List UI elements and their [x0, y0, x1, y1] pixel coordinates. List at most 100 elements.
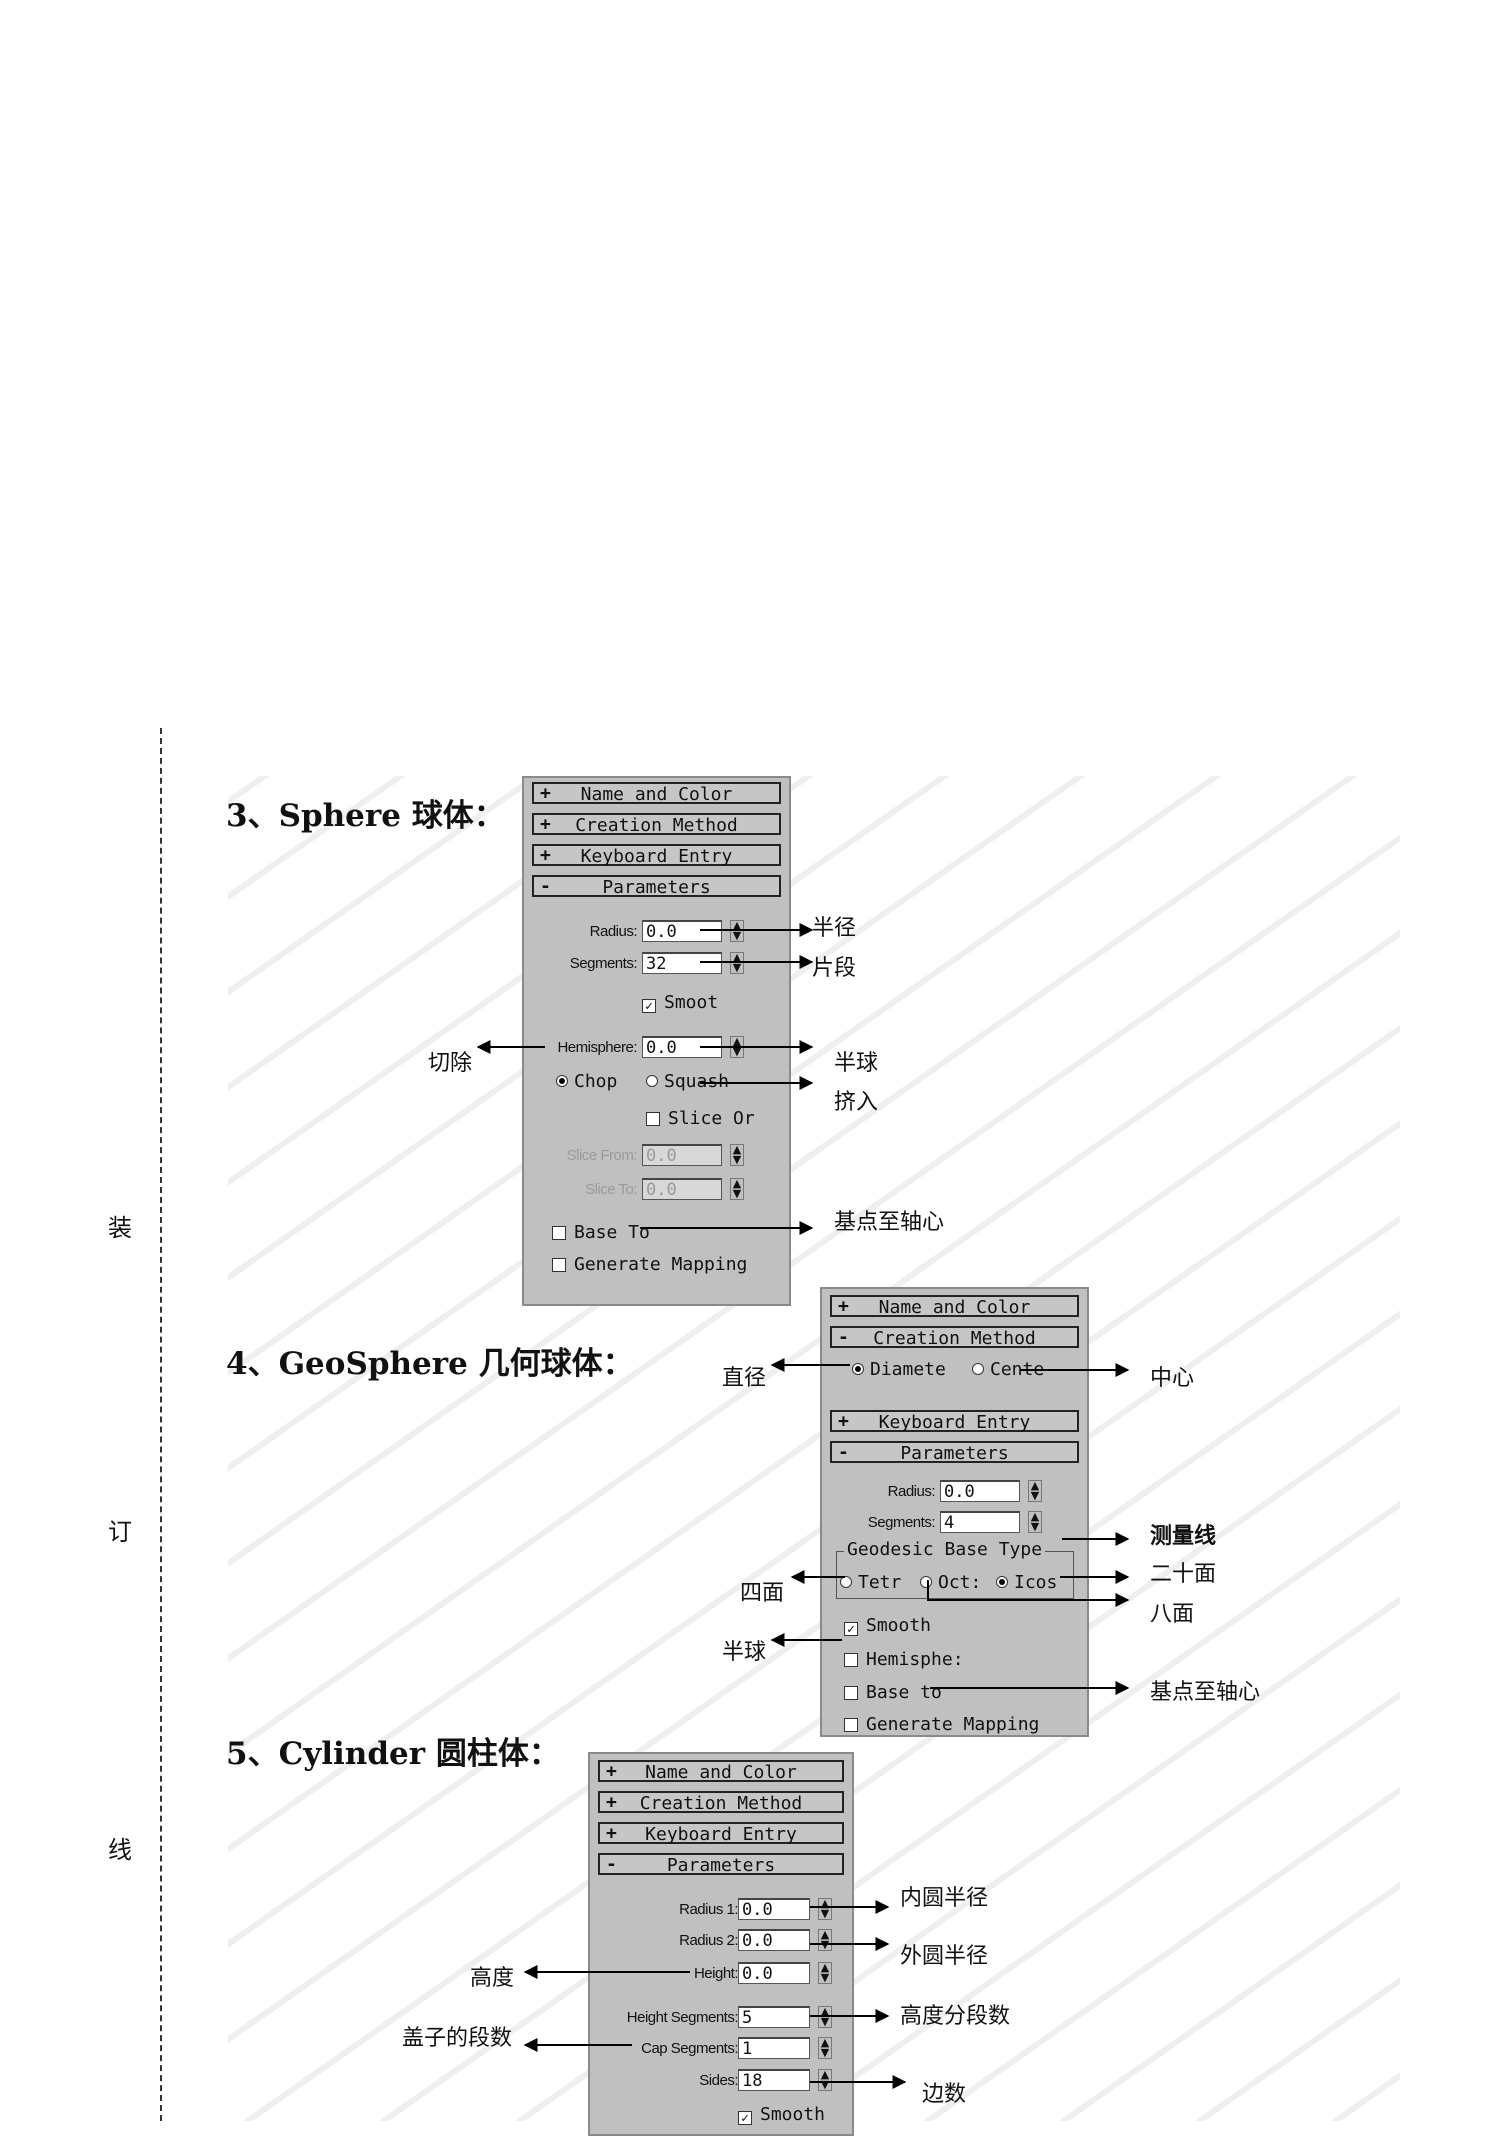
radius-field[interactable]: 0.0: [940, 1480, 1020, 1502]
slice-from-label: Slice From:: [566, 1147, 638, 1164]
rollout-keyboard-entry[interactable]: +Keyboard Entry: [598, 1822, 844, 1845]
annotation-radius: 半径: [812, 916, 857, 941]
sides-field[interactable]: 18: [738, 2069, 810, 2091]
slice-from-spinner[interactable]: ▲▼: [730, 1144, 744, 1166]
annotation-segments: 片段: [812, 956, 857, 981]
radio-unselected: [646, 1075, 658, 1087]
annotation-octa: 八面: [1150, 1602, 1195, 1627]
annotation-diameter: 直径: [722, 1366, 767, 1391]
annotation-sides: 边数: [922, 2082, 967, 2107]
radius-label: Radius:: [887, 1483, 936, 1500]
generate-mapping-checkbox[interactable]: Generate Mapping: [552, 1254, 747, 1275]
radio-selected: [996, 1576, 1008, 1588]
height-field[interactable]: 0.0: [738, 1962, 810, 1984]
annotation-icosa: 二十面: [1150, 1562, 1217, 1587]
annotation-base-to-pivot: 基点至轴心: [834, 1210, 945, 1235]
segments-field[interactable]: 32: [642, 952, 722, 974]
checkbox-unchecked: [844, 1653, 858, 1667]
arrow-octa: [927, 1580, 1130, 1607]
annotation-radius1: 内圆半径: [900, 1886, 989, 1911]
checkbox-unchecked: [844, 1718, 858, 1732]
cap-segments-field[interactable]: 1: [738, 2037, 810, 2059]
annotation-radius2: 外圆半径: [900, 1944, 989, 1969]
rollout-name-and-color[interactable]: +Name and Color: [598, 1760, 844, 1783]
geodesic-base-type-title: Geodesic Base Type: [844, 1539, 1046, 1560]
height-label: Height:: [693, 1965, 739, 1982]
sides-label: Sides:: [699, 2072, 738, 2089]
annotation-chop: 切除: [428, 1051, 473, 1076]
geosphere-heading: 4、GeoSphere 几何球体：: [226, 1346, 634, 1382]
binding-dashed-line: [160, 728, 162, 2121]
height-segments-field[interactable]: 5: [738, 2006, 810, 2028]
radio-selected: [556, 1075, 568, 1087]
diameter-radio[interactable]: Diamete: [852, 1359, 946, 1380]
height-segments-label: Height Segments:: [626, 2009, 739, 2026]
sides-spinner[interactable]: ▲▼: [818, 2069, 832, 2091]
checkbox-unchecked: [646, 1112, 660, 1126]
annotation-center: 中心: [1150, 1366, 1195, 1391]
squash-radio[interactable]: Squash: [646, 1071, 729, 1092]
slice-to-label: Slice To:: [585, 1181, 637, 1198]
rollout-creation-method[interactable]: +Creation Method: [598, 1791, 844, 1814]
hemisphere-checkbox[interactable]: Hemisphe:: [844, 1649, 964, 1670]
rollout-creation-method[interactable]: +Creation Method: [532, 813, 781, 836]
segments-label: Segments:: [867, 1514, 936, 1531]
cylinder-panel: +Name and Color +Creation Method +Keyboa…: [588, 1752, 854, 2136]
slice-to-field[interactable]: 0.0: [642, 1178, 722, 1200]
smooth-checkbox[interactable]: ✓Smoot: [642, 992, 718, 1014]
rollout-name-and-color[interactable]: +Name and Color: [830, 1295, 1079, 1318]
radius1-field[interactable]: 0.0: [738, 1898, 810, 1920]
radius-spinner[interactable]: ▲▼: [1028, 1480, 1042, 1502]
center-radio[interactable]: Cente: [972, 1359, 1044, 1380]
icosa-radio[interactable]: Icos: [996, 1572, 1057, 1593]
slice-from-field[interactable]: 0.0: [642, 1144, 722, 1166]
binding-char-ding: 订: [108, 1518, 132, 1546]
rollout-keyboard-entry[interactable]: +Keyboard Entry: [830, 1410, 1079, 1433]
hemisphere-label: Hemisphere:: [557, 1039, 637, 1056]
binding-char-zhuang: 装: [108, 1214, 132, 1242]
annotation-hemisphere: 半球: [722, 1640, 767, 1665]
rollout-parameters[interactable]: -Parameters: [598, 1853, 844, 1876]
smooth-checkbox[interactable]: ✓Smooth: [844, 1615, 931, 1637]
binding-char-xian: 线: [108, 1836, 132, 1864]
rollout-parameters[interactable]: -Parameters: [532, 875, 781, 898]
cap-segments-spinner[interactable]: ▲▼: [818, 2037, 832, 2059]
geosphere-panel: +Name and Color -Creation Method Diamete…: [820, 1287, 1089, 1737]
radius2-field[interactable]: 0.0: [738, 1929, 810, 1951]
radius1-label: Radius 1:: [679, 1901, 738, 1918]
hemisphere-field[interactable]: 0.0: [642, 1036, 722, 1058]
cylinder-heading: 5、Cylinder 圆柱体：: [226, 1736, 560, 1772]
radio-selected: [852, 1363, 864, 1375]
rollout-keyboard-entry[interactable]: +Keyboard Entry: [532, 844, 781, 867]
rollout-creation-method[interactable]: -Creation Method: [830, 1326, 1079, 1349]
slice-to-spinner[interactable]: ▲▼: [730, 1178, 744, 1200]
slice-on-checkbox[interactable]: Slice Or: [646, 1108, 755, 1129]
sphere-panel: +Name and Color +Creation Method +Keyboa…: [522, 776, 791, 1306]
annotation-height-segments: 高度分段数: [900, 2004, 1011, 2029]
generate-mapping-checkbox[interactable]: Generate Mapping: [844, 1714, 1039, 1735]
checkbox-unchecked: [844, 1686, 858, 1700]
rollout-parameters[interactable]: -Parameters: [830, 1441, 1079, 1464]
radio-unselected: [972, 1363, 984, 1375]
segments-label: Segments:: [569, 955, 638, 972]
sphere-heading: 3、Sphere 球体：: [226, 798, 505, 834]
radius-field[interactable]: 0.0: [642, 920, 722, 942]
rollout-name-and-color[interactable]: +Name and Color: [532, 782, 781, 805]
octa-radio[interactable]: Oct:: [920, 1572, 981, 1593]
tetra-radio[interactable]: Tetr: [840, 1572, 901, 1593]
chop-radio[interactable]: Chop: [556, 1071, 617, 1092]
checkbox-checked: ✓: [844, 1622, 858, 1637]
segments-spinner[interactable]: ▲▼: [1028, 1511, 1042, 1533]
base-to-pivot-checkbox[interactable]: Base To: [552, 1222, 650, 1243]
radius2-label: Radius 2:: [679, 1932, 738, 1949]
checkbox-unchecked: [552, 1226, 566, 1240]
annotation-geodesic: 测量线: [1150, 1523, 1217, 1549]
annotation-base-to-pivot: 基点至轴心: [1150, 1680, 1261, 1705]
base-to-pivot-checkbox[interactable]: Base to: [844, 1682, 942, 1703]
radius1-spinner[interactable]: ▲▼: [818, 1898, 832, 1920]
segments-field[interactable]: 4: [940, 1511, 1020, 1533]
annotation-height: 高度: [470, 1966, 515, 1991]
checkbox-checked: ✓: [642, 999, 656, 1014]
height-spinner[interactable]: ▲▼: [818, 1962, 832, 1984]
